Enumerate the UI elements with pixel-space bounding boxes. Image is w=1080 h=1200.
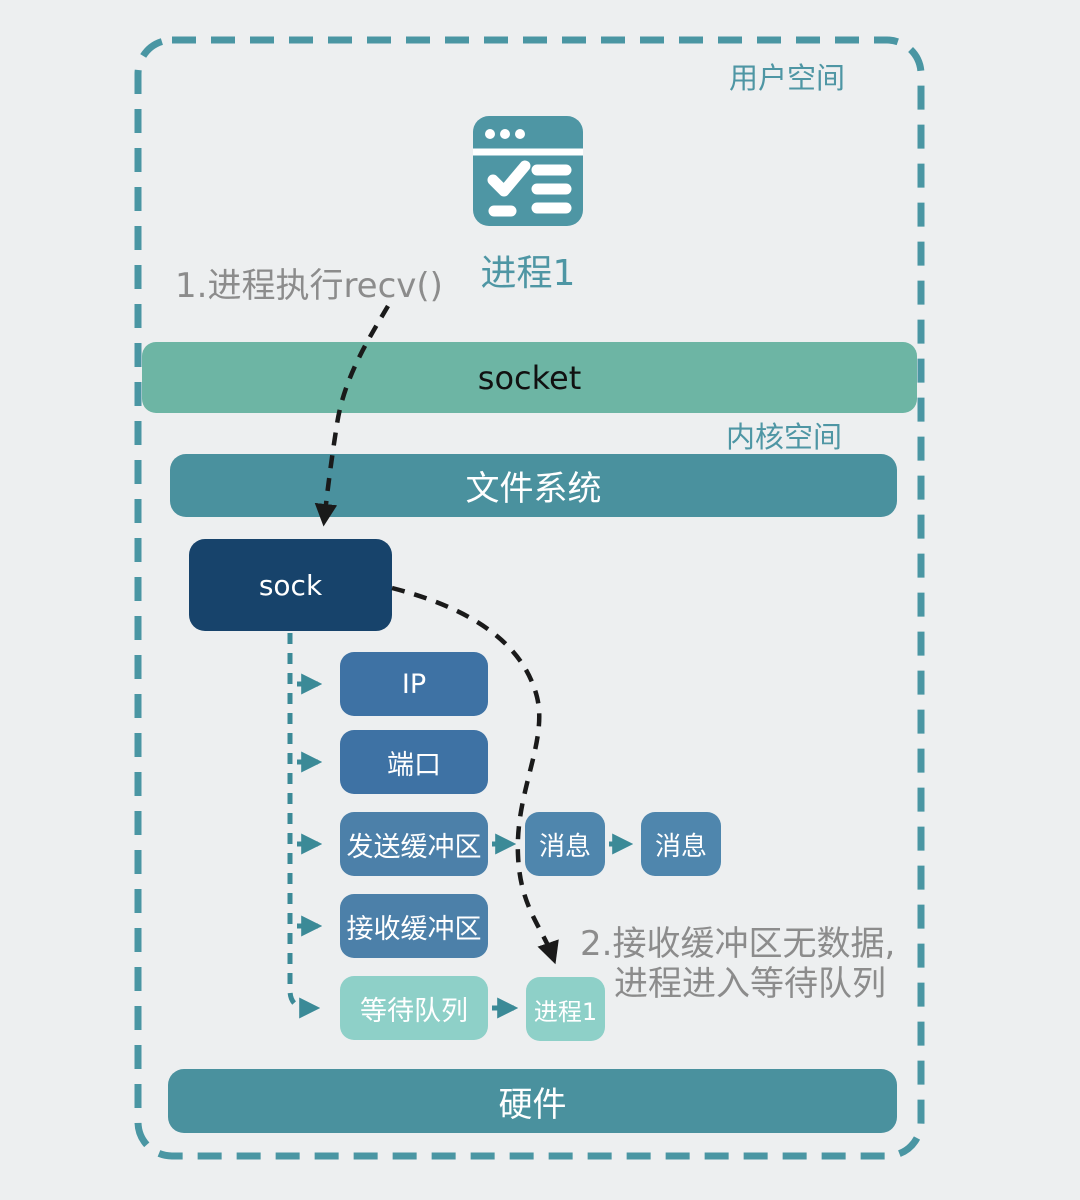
- step2-line2: 进程进入等待队列: [614, 964, 886, 1005]
- hardware-bar: 硬件: [168, 1069, 897, 1133]
- user-space-label: 用户空间: [728, 61, 845, 95]
- waiting-process1-box: 进程1: [526, 977, 605, 1041]
- process1-label: 进程1: [480, 253, 576, 294]
- receive-buffer-box: 接收缓冲区: [340, 894, 488, 958]
- app-window-checklist-icon: [473, 116, 583, 226]
- step2-annotation: 2.接收缓冲区无数据, 进程进入等待队列: [580, 924, 920, 1004]
- kernel-space-label: 内核空间: [725, 420, 842, 454]
- step1-annotation: 1.进程执行recv(): [175, 266, 443, 306]
- wait-queue-box: 等待队列: [340, 976, 488, 1040]
- send-buffer-box: 发送缓冲区: [340, 812, 488, 876]
- sock-tree-trunk-and-waitqueue-arrow: [287, 633, 321, 1019]
- ip-box: IP: [340, 652, 488, 716]
- step2-line1: 2.接收缓冲区无数据,: [580, 924, 896, 964]
- socket-bar: socket: [142, 342, 917, 413]
- message-box-1: 消息: [525, 812, 605, 876]
- sock-box: sock: [189, 539, 392, 631]
- filesystem-bar: 文件系统: [170, 454, 897, 517]
- message-box-2: 消息: [641, 812, 721, 876]
- port-box: 端口: [340, 730, 488, 794]
